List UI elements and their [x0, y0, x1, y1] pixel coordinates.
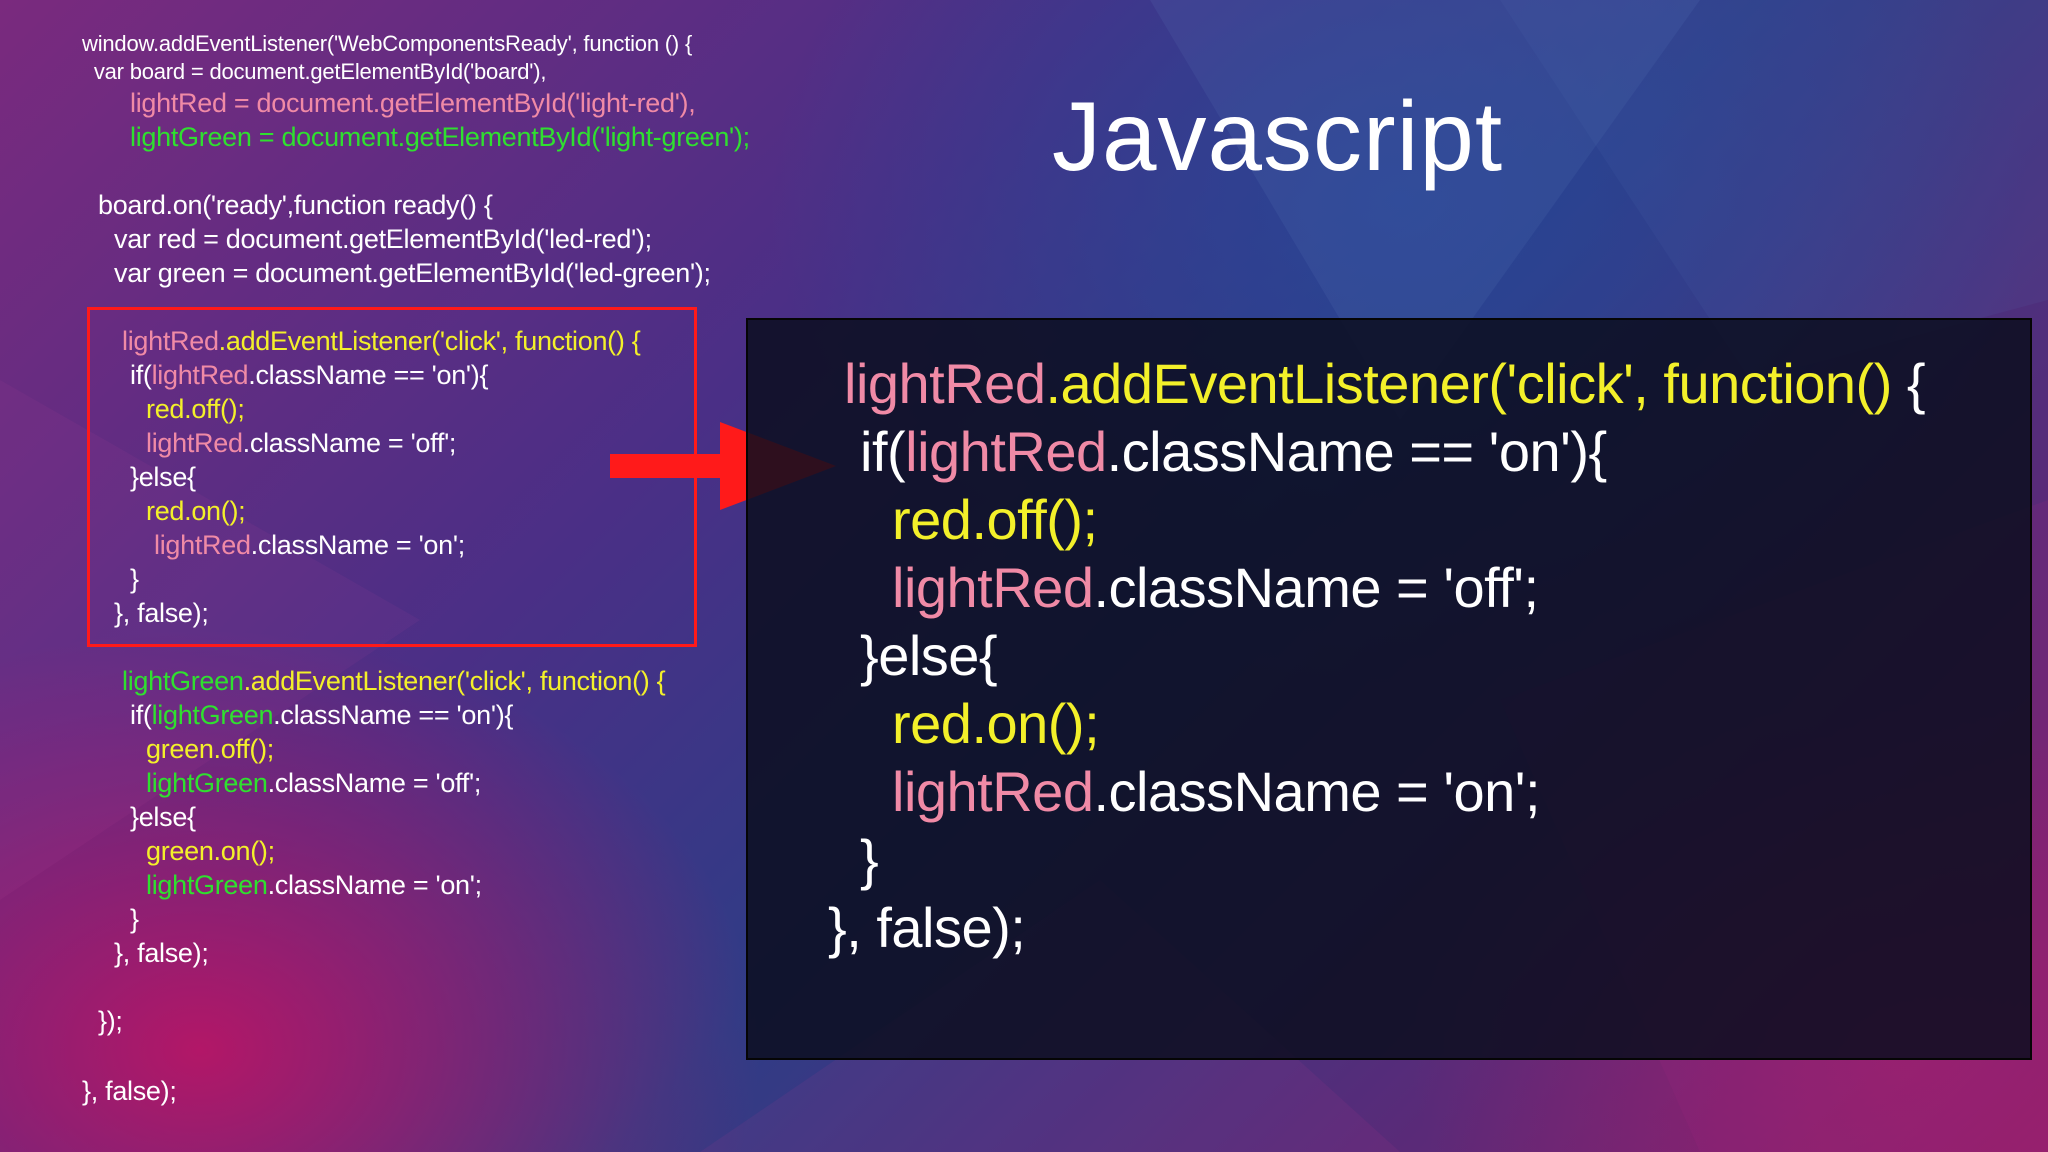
code-line: lightGreen.addEventListener('click', fun… [122, 666, 666, 696]
code-line: window.addEventListener('WebComponentsRe… [82, 31, 693, 56]
code-token: .className = 'off'; [267, 768, 482, 798]
code-line: var red = document.getElementById('led-r… [114, 224, 652, 254]
code-line: } [860, 828, 879, 891]
code-line: if(lightGreen.className == 'on'){ [130, 702, 513, 729]
code-line: if(lightRed.className == 'on'){ [860, 424, 1607, 480]
code-line: lightRed.addEventListener('click', funct… [122, 328, 641, 355]
code-token: .className == 'on'){ [248, 360, 489, 390]
code-line: if(lightRed.className == 'on'){ [130, 360, 489, 390]
zoomed-code-panel [746, 318, 2032, 1060]
code-token: .className == 'on'){ [273, 700, 514, 730]
code-line: }, false); [828, 896, 1026, 959]
code-line: } [130, 564, 139, 594]
code-line: }else{ [130, 802, 196, 832]
code-line: }, false); [114, 598, 209, 628]
code-line: red.off(); [892, 488, 1098, 551]
code-token: lightRed [154, 530, 251, 560]
code-token: .className = 'off'; [242, 428, 457, 458]
code-line: green.off(); [146, 734, 274, 764]
code-token: .className = 'on'; [1093, 760, 1541, 823]
code-line: }); [98, 1006, 123, 1036]
code-token: .className = 'on'; [250, 530, 466, 560]
code-token: .addEventListener('click', function() { [218, 326, 641, 356]
code-token: .className == 'on'){ [1106, 420, 1608, 483]
code-line: lightRed.className = 'on'; [892, 764, 1541, 820]
code-token: lightRed [892, 556, 1094, 619]
code-line: red.off(); [146, 394, 245, 424]
code-token: if( [860, 420, 906, 483]
code-line: var board = document.getElementById('boa… [82, 59, 547, 84]
code-token: { [1906, 352, 1926, 415]
code-line: }else{ [860, 624, 998, 687]
slide-title: Javascript [1052, 81, 1504, 191]
code-line: lightRed.addEventListener('click', funct… [844, 356, 1926, 412]
code-token: lightRed [146, 428, 243, 458]
code-line: }else{ [130, 462, 196, 492]
code-line: } [130, 904, 139, 934]
code-token: .className = 'on'; [267, 870, 483, 900]
code-token: if( [130, 360, 152, 390]
code-line: board.on('ready',function ready() { [98, 190, 493, 220]
code-token: lightRed [122, 326, 219, 356]
code-line: lightRed = document.getElementById('ligh… [130, 88, 696, 118]
code-line: lightRed.className = 'off'; [146, 430, 456, 457]
code-line: lightGreen.className = 'off'; [146, 770, 481, 797]
code-line: lightGreen = document.getElementById('li… [130, 122, 750, 152]
code-token: lightGreen [146, 768, 268, 798]
code-line: var green = document.getElementById('led… [114, 258, 711, 288]
code-line: green.on(); [146, 836, 275, 866]
code-line: }, false); [114, 938, 209, 968]
highlight-box [87, 307, 697, 647]
code-token: lightRed [844, 352, 1046, 415]
code-token: .className = 'off'; [1093, 556, 1539, 619]
code-token: .addEventListener('click', function() { [243, 666, 666, 696]
right-arrow-icon [610, 422, 836, 510]
code-line: lightGreen.className = 'on'; [146, 872, 482, 899]
code-line: red.on(); [146, 496, 246, 526]
code-token: .addEventListener('click', function() [1045, 352, 1907, 415]
code-token: lightRed [892, 760, 1094, 823]
code-line: lightRed.className = 'off'; [892, 560, 1539, 616]
code-token: lightGreen [122, 666, 244, 696]
code-line: }, false); [82, 1076, 177, 1106]
code-token: lightGreen [146, 870, 268, 900]
code-token: lightGreen [151, 700, 274, 730]
code-line: red.on(); [892, 692, 1100, 755]
code-token: lightRed [905, 420, 1107, 483]
code-token: if( [130, 700, 152, 730]
code-line: lightRed.className = 'on'; [154, 532, 465, 559]
code-token: lightRed [151, 360, 249, 390]
